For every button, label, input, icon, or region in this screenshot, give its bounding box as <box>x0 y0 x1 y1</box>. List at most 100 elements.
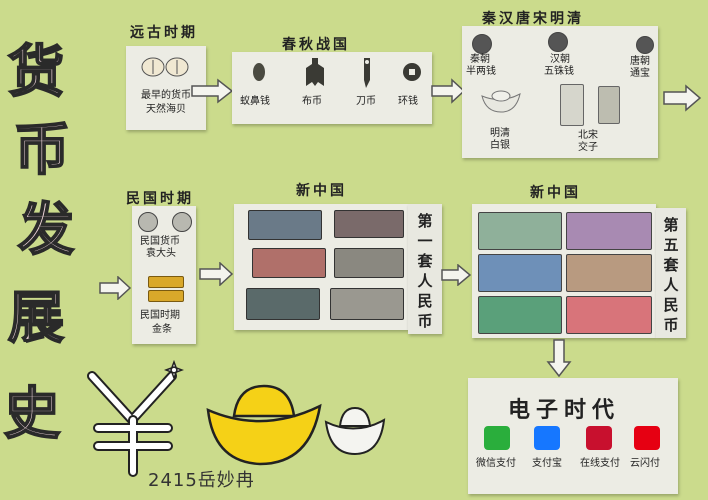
spring-autumn-card: 蚁鼻钱 布币 刀币 环钱 <box>232 52 432 124</box>
fifth-series-char: 民 <box>663 296 679 314</box>
banknote-icon <box>252 248 326 278</box>
ancient-title: 远古时期 <box>130 25 198 41</box>
qin-label-2: 半两钱 <box>466 66 496 77</box>
gold-ingot-drawing <box>206 384 322 466</box>
seashell-icon <box>141 57 189 77</box>
ring-coin-icon <box>403 63 421 81</box>
fifth-series-char: 人 <box>663 276 679 294</box>
title-char-4: 展 <box>7 285 65 351</box>
title-char-1: 货 <box>7 39 65 105</box>
banknote-100-yuan-icon <box>566 296 652 334</box>
jiaozi-note-icon <box>560 84 584 126</box>
sparkle-icon <box>164 360 184 380</box>
fifth-series-char: 五 <box>663 236 679 254</box>
yunshanfu-icon <box>634 426 660 450</box>
song-label-1: 北宋 <box>578 130 598 141</box>
banknote-icon <box>246 288 320 320</box>
fifth-series-card <box>472 204 656 338</box>
new-china-1-title: 新中国 <box>296 183 347 199</box>
banliang-coin-icon <box>472 34 492 54</box>
tongbao-coin-icon <box>636 36 654 54</box>
banknote-5-yuan-icon <box>566 212 652 250</box>
coin-label-yibi: 蚁鼻钱 <box>240 96 270 107</box>
jiaozi-note-icon <box>598 86 620 124</box>
arrow-right-icon <box>441 264 472 286</box>
han-label-1: 汉朝 <box>550 54 570 65</box>
spring-autumn-title: 春秋战国 <box>282 37 350 53</box>
qin-qing-card: 秦朝 半两钱 汉朝 五铢钱 唐朝 通宝 明清 白银 北宋 交子 <box>462 26 658 158</box>
arrow-right-icon <box>199 262 234 286</box>
silver-ingot-icon <box>481 90 521 113</box>
arrow-right-icon <box>191 78 234 104</box>
ancient-label-1: 最早的货币 <box>141 90 191 101</box>
first-series-char: 人 <box>417 272 433 290</box>
banknote-icon <box>330 288 404 320</box>
title-char-2: 币 <box>13 117 71 183</box>
title-char-5: 史 <box>3 381 61 447</box>
qin-qing-title: 秦汉唐宋明清 <box>482 11 584 27</box>
first-series-char: 民 <box>417 292 433 310</box>
banknote-icon <box>248 210 322 240</box>
gold-label-1: 民国时期 <box>140 310 180 321</box>
qin-label-1: 秦朝 <box>470 54 490 65</box>
first-series-char: 第 <box>417 212 433 230</box>
ming-label-2: 白银 <box>490 140 510 151</box>
arrow-right-icon <box>431 78 466 104</box>
song-label-2: 交子 <box>578 142 598 153</box>
yuan-datou-coin-icon <box>172 212 192 232</box>
yunshanfu-label: 云闪付 <box>630 458 660 469</box>
fifth-series-char: 第 <box>663 216 679 234</box>
banknote-20-yuan-icon <box>566 254 652 292</box>
yuan-datou-coin-icon <box>138 212 158 232</box>
wechat-pay-label: 微信支付 <box>476 458 516 469</box>
ancient-label-2: 天然海贝 <box>146 104 186 115</box>
coin-label-daobi: 刀币 <box>356 96 376 107</box>
republic-title: 民国时期 <box>126 191 194 207</box>
first-series-char: 一 <box>417 232 433 250</box>
wechat-pay-icon <box>484 426 510 450</box>
wuzhu-coin-icon <box>548 32 568 52</box>
spade-coin-icon <box>306 58 324 86</box>
first-series-card <box>234 204 408 330</box>
banknote-icon <box>334 248 404 278</box>
han-label-2: 五铢钱 <box>544 66 574 77</box>
signature: 2415岳妙冉 <box>148 470 255 491</box>
title-char-3: 发 <box>17 197 75 263</box>
republic-coin-label-2: 袁大头 <box>146 248 176 259</box>
first-series-char: 币 <box>417 312 433 330</box>
tang-label-2: 通宝 <box>630 68 650 79</box>
banknote-10-yuan-icon <box>478 254 562 292</box>
arrow-right-icon <box>663 84 702 112</box>
digital-era-title: 电子时代 <box>508 398 621 423</box>
gold-label-2: 金条 <box>152 324 172 335</box>
tang-label-1: 唐朝 <box>630 56 650 67</box>
silver-ingot-drawing <box>324 406 386 456</box>
first-series-char: 套 <box>417 252 433 270</box>
gold-bar-icon <box>148 276 184 288</box>
online-pay-label: 在线支付 <box>580 458 620 469</box>
first-series-label-card: 第 一 套 人 民 币 <box>408 204 442 334</box>
gold-bar-icon <box>148 290 184 302</box>
yuan-symbol-drawing <box>87 371 177 477</box>
arrow-right-icon <box>99 276 132 300</box>
ant-nose-coin-icon <box>253 63 265 81</box>
new-china-5-title: 新中国 <box>530 185 581 201</box>
republic-card: 民国货币 袁大头 民国时期 金条 <box>132 206 196 344</box>
coin-label-huanqian: 环钱 <box>398 96 418 107</box>
digital-era-card: 电子时代 微信支付 支付宝 在线支付 云闪付 <box>468 378 678 494</box>
republic-coin-label-1: 民国货币 <box>140 236 180 247</box>
banknote-50-yuan-icon <box>478 296 562 334</box>
unionpay-icon <box>586 426 612 450</box>
ming-label-1: 明清 <box>490 128 510 139</box>
alipay-label: 支付宝 <box>532 458 562 469</box>
banknote-1-yuan-icon <box>478 212 562 250</box>
alipay-icon <box>534 426 560 450</box>
arrow-down-icon <box>546 339 572 378</box>
knife-coin-icon <box>364 58 370 88</box>
fifth-series-label-card: 第 五 套 人 民 币 <box>656 208 686 338</box>
fifth-series-char: 币 <box>663 316 679 334</box>
coin-label-bubi: 布币 <box>302 96 322 107</box>
banknote-icon <box>334 210 404 238</box>
fifth-series-char: 套 <box>663 256 679 274</box>
